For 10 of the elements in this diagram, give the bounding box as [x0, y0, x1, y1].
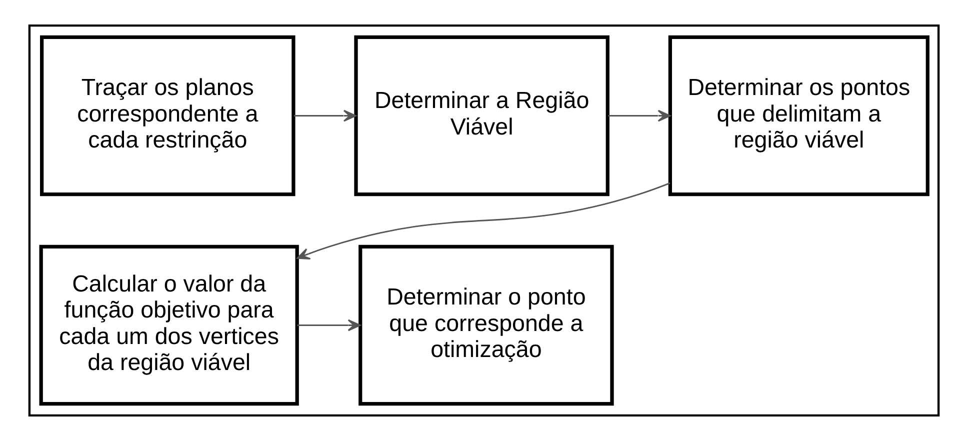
arrow: [296, 182, 670, 260]
cluster: [28, 24, 940, 416]
node-box: Traçar os planos correspondente a cada restrinção: [40, 35, 296, 196]
node-box: Determinar a Região Viável: [354, 35, 610, 196]
arrow: [297, 319, 361, 332]
arrow: [608, 110, 671, 122]
node-box: Calcular o valor da função objetivo para cada um dos vertices da região viável: [39, 244, 299, 406]
node-box: Determinar o ponto que corresponde a otimização: [358, 244, 614, 406]
node-box: Determinar os pontos que delimitam a região viável: [668, 35, 930, 196]
arrow: [294, 110, 356, 122]
